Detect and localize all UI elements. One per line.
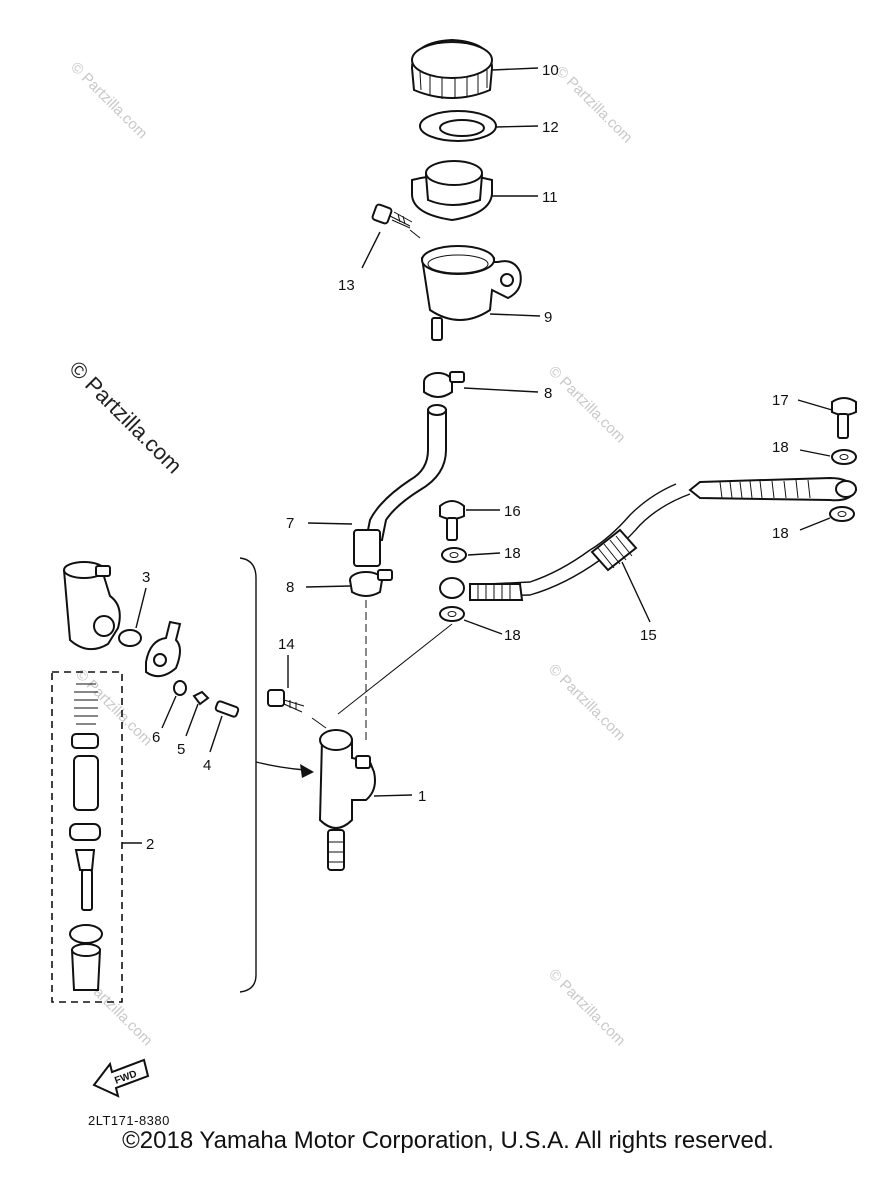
watermark-3: © Partzilla.com [545,363,628,446]
callout-18-d: 18 [504,627,521,644]
hose-clamp-lower-part [305,569,393,740]
watermark-large: © Partzilla.com [64,356,187,479]
brake-hose-part [439,476,858,623]
callout-16: 16 [504,503,521,520]
union-bolt-16-part [439,500,500,541]
union-bolt-17-part [797,397,857,439]
bolt-14-part [267,655,305,713]
callout-3: 3 [142,569,150,586]
cylinder-body-left-part [62,561,121,651]
piston-kit-part [51,671,142,1003]
callout-18-b: 18 [772,525,789,542]
reservoir-hose-part [307,404,447,567]
fwd-arrow-icon: FWD [92,1058,150,1098]
washers-right-part [799,449,857,531]
callouts: 10 12 11 13 9 8 7 8 17 18 18 16 18 15 18… [142,62,789,853]
watermark-1: © Partzilla.com [67,59,150,142]
watermark-2: © Partzilla.com [552,63,635,146]
callout-13: 13 [338,277,355,294]
hose-clamp-upper-part [423,371,539,398]
diagram-code: 2LT171-8380 [88,1113,170,1128]
callout-7: 7 [286,515,294,532]
callout-9: 9 [544,309,552,326]
callout-5: 5 [177,741,185,758]
callout-10: 10 [542,62,559,79]
callout-8-upper: 8 [544,385,552,402]
callout-4: 4 [203,757,211,774]
diaphragm-ring-part [419,110,539,142]
callout-14: 14 [278,636,295,653]
watermark-4: © Partzilla.com [545,661,628,744]
washers-middle-part [337,547,503,715]
copyright-notice: ©2018 Yamaha Motor Corporation, U.S.A. A… [122,1127,774,1154]
small-parts-6-5-4 [161,680,240,753]
o-ring-part [118,587,147,647]
callout-17: 17 [772,392,789,409]
screw-13-part [361,203,413,269]
reservoir-tank-part [409,229,541,341]
callout-18-c: 18 [504,545,521,562]
exploded-bracket [239,557,314,993]
reservoir-cap-part [410,38,539,99]
watermarks: © Partzilla.com © Partzilla.com © Partzi… [64,59,635,1049]
callout-8-lower: 8 [286,579,294,596]
callout-11: 11 [542,189,558,206]
watermark-6: © Partzilla.com [545,966,628,1049]
callout-6: 6 [152,729,160,746]
callout-15: 15 [640,627,657,644]
callout-18-a: 18 [772,439,789,456]
callout-1: 1 [418,788,426,805]
callout-12: 12 [542,119,559,136]
hose-joint-part [145,620,182,678]
diaphragm-part [411,160,538,222]
callout-2: 2 [146,836,154,853]
master-cylinder-part [311,717,413,871]
